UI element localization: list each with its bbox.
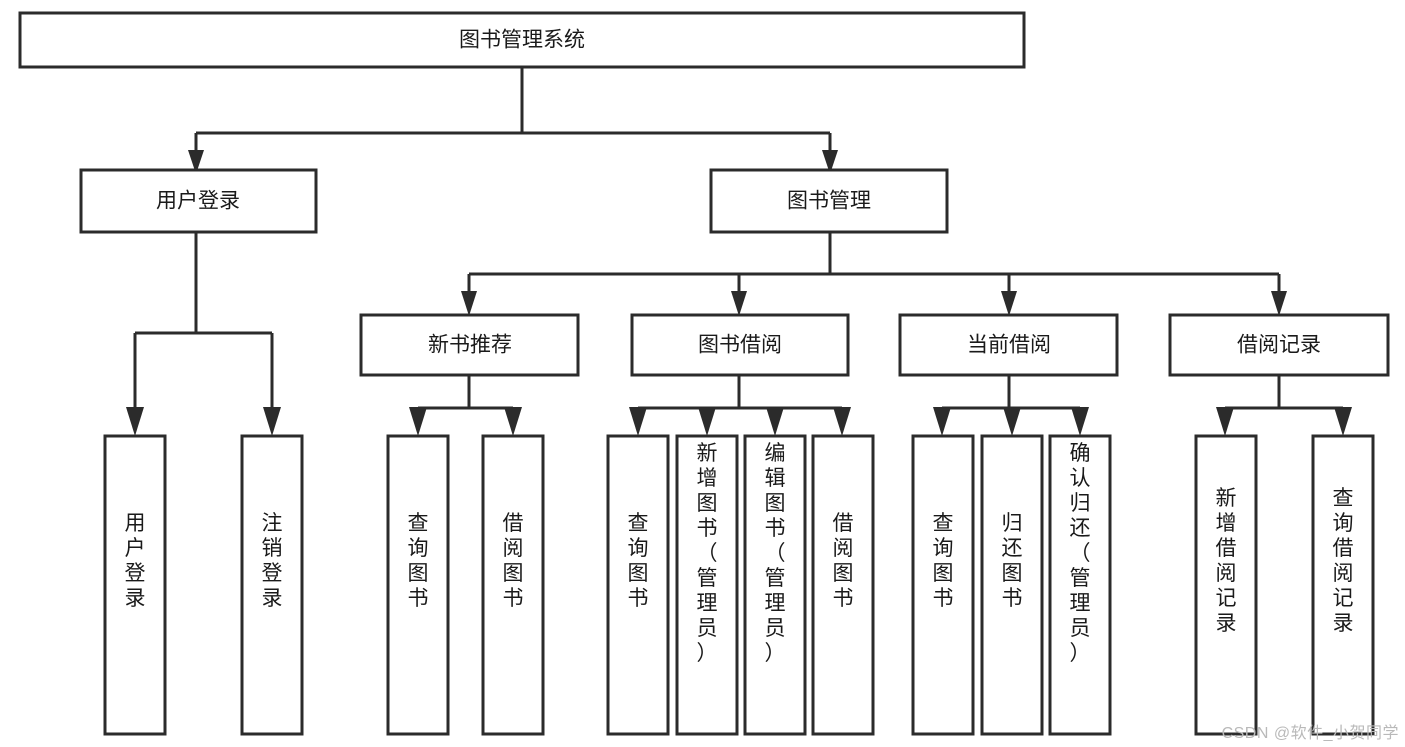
leaf-查询图书-1[interactable]: 查询图书 [386, 434, 450, 736]
arrow-to-当前借阅 [1001, 291, 1017, 316]
connector-group-新书推荐 [409, 375, 522, 436]
edge-用户登录-children [133, 232, 274, 408]
connector-group-图书借阅 [629, 375, 851, 436]
node-当前借阅-box[interactable] [898, 313, 1119, 377]
arrow-to-leaf-归还图书 [1003, 407, 1021, 436]
leaf-注销登录-box[interactable] [240, 434, 304, 736]
leaf-归还图书[interactable]: 归还图书 [980, 434, 1044, 736]
arrow-to-leaf-借阅图书-2 [833, 407, 851, 436]
leaf-归还图书-label: 归还图书 [1002, 512, 1023, 610]
arrow-to-leaf-编辑图书 [766, 407, 784, 436]
leaf-用户登录[interactable]: 用户登录 [103, 434, 167, 736]
node-用户登录[interactable]: 用户登录 [79, 168, 318, 234]
leaf-查询图书-2[interactable]: 查询图书 [606, 434, 670, 736]
node-图书借阅-label: 图书借阅 [698, 334, 782, 357]
node-借阅记录-label: 借阅记录 [1237, 334, 1321, 357]
leaf-编辑图书-label: 编辑图书（管理员） [765, 442, 786, 665]
connector-group-用户登录 [126, 232, 281, 436]
leaf-确认归还[interactable]: 确认归还（管理员） [1048, 434, 1112, 736]
edge-图书借阅-children [636, 375, 844, 412]
leaf-用户登录-label: 用户登录 [125, 512, 146, 610]
leaf-注销登录[interactable]: 注销登录 [240, 434, 304, 736]
node-root[interactable]: 图书管理系统 [18, 11, 1026, 69]
arrow-to-leaf-新增图书 [698, 407, 716, 436]
leaf-查询图书-3-box[interactable] [911, 434, 975, 736]
leaf-编辑图书[interactable]: 编辑图书（管理员） [743, 434, 807, 736]
leaf-查询图书-3[interactable]: 查询图书 [911, 434, 975, 736]
connector-group-当前借阅 [933, 375, 1089, 436]
edge-图书管理-to-level3 [467, 232, 1281, 300]
leaf-借阅图书-2[interactable]: 借阅图书 [811, 434, 875, 736]
leaf-查询图书-2-label: 查询图书 [628, 512, 649, 610]
arrow-to-用户登录 [188, 150, 204, 174]
leaf-查询图书-3-label: 查询图书 [933, 512, 954, 610]
leaf-确认归还-label: 确认归还（管理员） [1070, 442, 1091, 665]
node-当前借阅[interactable]: 当前借阅 [898, 313, 1119, 377]
leaf-查询图书-2-box[interactable] [606, 434, 670, 736]
edge-新书推荐-children [416, 375, 515, 412]
leaf-归还图书-box[interactable] [980, 434, 1044, 736]
arrow-to-图书管理 [822, 150, 838, 174]
leaf-新增图书-label: 新增图书（管理员） [697, 442, 718, 665]
node-图书借阅-box[interactable] [630, 313, 850, 377]
leaf-新增借阅记录-box[interactable] [1194, 434, 1258, 736]
edge-当前借阅-children [940, 375, 1082, 412]
leaf-借阅图书-1-label: 借阅图书 [503, 512, 524, 610]
leaf-借阅图书-2-box[interactable] [811, 434, 875, 736]
leaf-注销登录-label: 注销登录 [262, 512, 283, 610]
edge-root-to-level2 [194, 67, 832, 161]
arrow-to-leaf-新增借阅记录 [1216, 407, 1234, 436]
arrow-to-leaf-借阅图书-1 [504, 407, 522, 436]
node-借阅记录[interactable]: 借阅记录 [1168, 313, 1390, 377]
edge-借阅记录-children [1223, 375, 1345, 412]
node-当前借阅-label: 当前借阅 [967, 334, 1051, 357]
leaf-新增借阅记录-label: 新增借阅记录 [1216, 487, 1237, 635]
node-图书管理-box[interactable] [709, 168, 949, 234]
leaf-新增借阅记录[interactable]: 新增借阅记录 [1194, 434, 1258, 736]
node-新书推荐[interactable]: 新书推荐 [359, 313, 580, 377]
node-图书管理-label: 图书管理 [787, 190, 871, 213]
arrow-to-leaf-查询图书-1 [409, 407, 427, 436]
arrow-to-图书借阅 [731, 291, 747, 316]
node-用户登录-box[interactable] [79, 168, 318, 234]
csdn-watermark: CSDN @软件_小贺同学 [1221, 725, 1399, 742]
node-新书推荐-label: 新书推荐 [428, 334, 512, 357]
arrow-to-leaf-确认归还 [1071, 407, 1089, 436]
connector-group-借阅记录 [1216, 375, 1352, 436]
node-图书借阅[interactable]: 图书借阅 [630, 313, 850, 377]
leaf-查询借阅记录-label: 查询借阅记录 [1333, 487, 1354, 635]
node-root-box[interactable] [18, 11, 1026, 69]
leaf-用户登录-box[interactable] [103, 434, 167, 736]
arrow-to-leaf-查询借阅记录 [1334, 407, 1352, 436]
leaf-查询图书-1-box[interactable] [386, 434, 450, 736]
leaf-查询图书-1-label: 查询图书 [408, 512, 429, 610]
arrow-to-leaf-查询图书-3 [933, 407, 951, 436]
arrow-to-借阅记录 [1271, 291, 1287, 316]
leaf-借阅图书-2-label: 借阅图书 [833, 512, 854, 610]
leaf-查询借阅记录[interactable]: 查询借阅记录 [1311, 434, 1375, 736]
leaf-借阅图书-1[interactable]: 借阅图书 [481, 434, 545, 736]
arrow-to-新书推荐 [461, 291, 477, 316]
node-root-label: 图书管理系统 [459, 29, 585, 52]
leaf-查询借阅记录-box[interactable] [1311, 434, 1375, 736]
leaf-新增图书[interactable]: 新增图书（管理员） [675, 434, 739, 736]
node-新书推荐-box[interactable] [359, 313, 580, 377]
leaf-编辑图书-box[interactable] [743, 434, 807, 736]
leaf-借阅图书-1-box[interactable] [481, 434, 545, 736]
connector-group-root [188, 67, 838, 174]
arrow-to-leaf-查询图书-2 [629, 407, 647, 436]
node-图书管理[interactable]: 图书管理 [709, 168, 949, 234]
node-借阅记录-box[interactable] [1168, 313, 1390, 377]
arrow-to-leaf-注销登录 [263, 407, 281, 436]
leaf-确认归还-box[interactable] [1048, 434, 1112, 736]
arrow-to-leaf-用户登录 [126, 407, 144, 436]
leaf-新增图书-box[interactable] [675, 434, 739, 736]
connector-group-图书管理 [461, 232, 1287, 316]
node-用户登录-label: 用户登录 [156, 190, 240, 213]
